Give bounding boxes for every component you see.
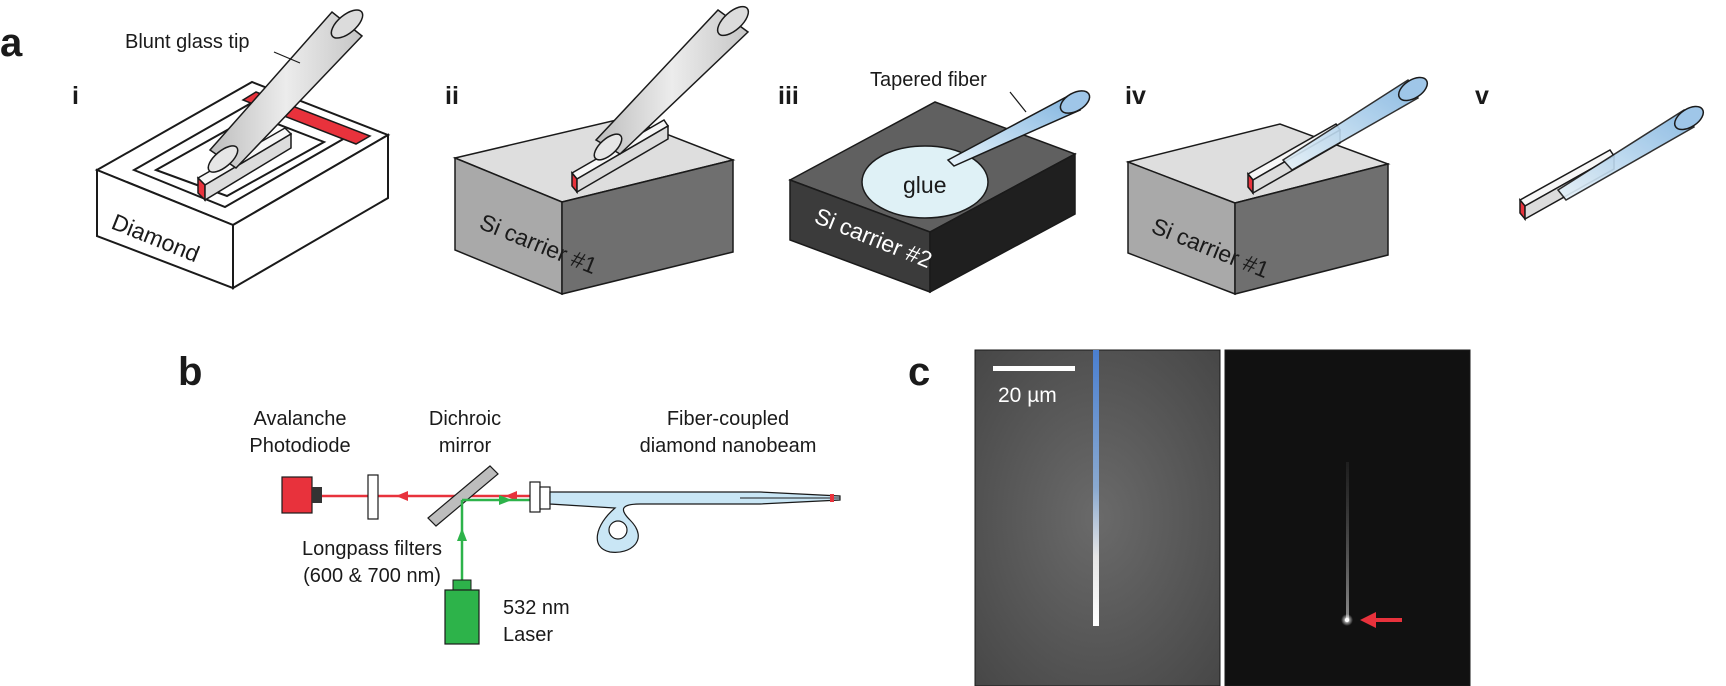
fiber-coupler bbox=[529, 481, 541, 513]
photodiode-window bbox=[312, 487, 322, 503]
dichroic-label-1: Dichroic bbox=[429, 408, 501, 430]
glue-label: glue bbox=[903, 172, 946, 198]
nanobeam-image bbox=[1093, 350, 1099, 626]
micrograph-left: 20 µm bbox=[974, 349, 1221, 686]
photodiode-body bbox=[281, 476, 313, 514]
step-iii-label: iii bbox=[778, 82, 799, 110]
laser-label-2: Laser bbox=[503, 624, 553, 646]
laser-cap bbox=[452, 579, 472, 591]
tapered-fiber-label: Tapered fiber bbox=[870, 69, 987, 91]
apd-label-1: Avalanche bbox=[253, 408, 346, 430]
micrograph-right bbox=[1224, 349, 1471, 686]
step-ii-label: ii bbox=[445, 82, 459, 110]
optical-setup: Avalanche Photodiode Dichroic mirror Fib… bbox=[249, 408, 841, 646]
dichroic-label-2: mirror bbox=[439, 435, 492, 457]
longpass-filter bbox=[367, 474, 379, 520]
emission-spot-core bbox=[1344, 617, 1350, 623]
step-v-diagram: v bbox=[1475, 82, 1705, 222]
panel-a-label: a bbox=[0, 21, 23, 65]
laser-label-1: 532 nm bbox=[503, 597, 570, 619]
apd-label-2: Photodiode bbox=[249, 435, 350, 457]
blunt-glass-tip-label: Blunt glass tip bbox=[125, 31, 250, 53]
step-iv-label: iv bbox=[1125, 82, 1146, 110]
filters-label-2: (600 & 700 nm) bbox=[303, 565, 441, 587]
panel-b-label: b bbox=[178, 350, 202, 394]
green-arrow-up bbox=[457, 528, 467, 541]
fiber-coupler-2 bbox=[539, 486, 551, 510]
red-arrow-head bbox=[396, 491, 408, 501]
step-ii-diagram: ii Si carrier #1 bbox=[445, 5, 750, 296]
red-arrow-head-2 bbox=[505, 491, 517, 501]
nanobeam-tip bbox=[830, 494, 834, 502]
step-i-diagram: i Blunt glass tip Diamond bbox=[72, 9, 391, 290]
step-iii-diagram: iii Tapered fiber glue Si carrier #2 bbox=[778, 69, 1091, 294]
nanobeam-fluorescence bbox=[1346, 462, 1349, 620]
scale-bar-label: 20 µm bbox=[998, 384, 1057, 407]
panel-c-label: c bbox=[908, 350, 930, 394]
step-v-label: v bbox=[1475, 82, 1489, 110]
dichroic-mirror bbox=[427, 465, 499, 527]
fiber-label-2: diamond nanobeam bbox=[640, 435, 817, 457]
fiber-loop-inner bbox=[608, 520, 628, 540]
laser-body bbox=[444, 589, 480, 645]
red-pointer-arrow-icon bbox=[1360, 612, 1376, 628]
optical-fiber bbox=[549, 491, 841, 553]
green-arrow-right bbox=[499, 495, 512, 505]
step-iv-diagram: iv Si carrier #1 bbox=[1125, 76, 1429, 296]
fiber-label-1: Fiber-coupled bbox=[667, 408, 789, 430]
filters-label-1: Longpass filters bbox=[302, 538, 442, 560]
step-i-label: i bbox=[72, 82, 79, 110]
scale-bar bbox=[993, 366, 1075, 371]
